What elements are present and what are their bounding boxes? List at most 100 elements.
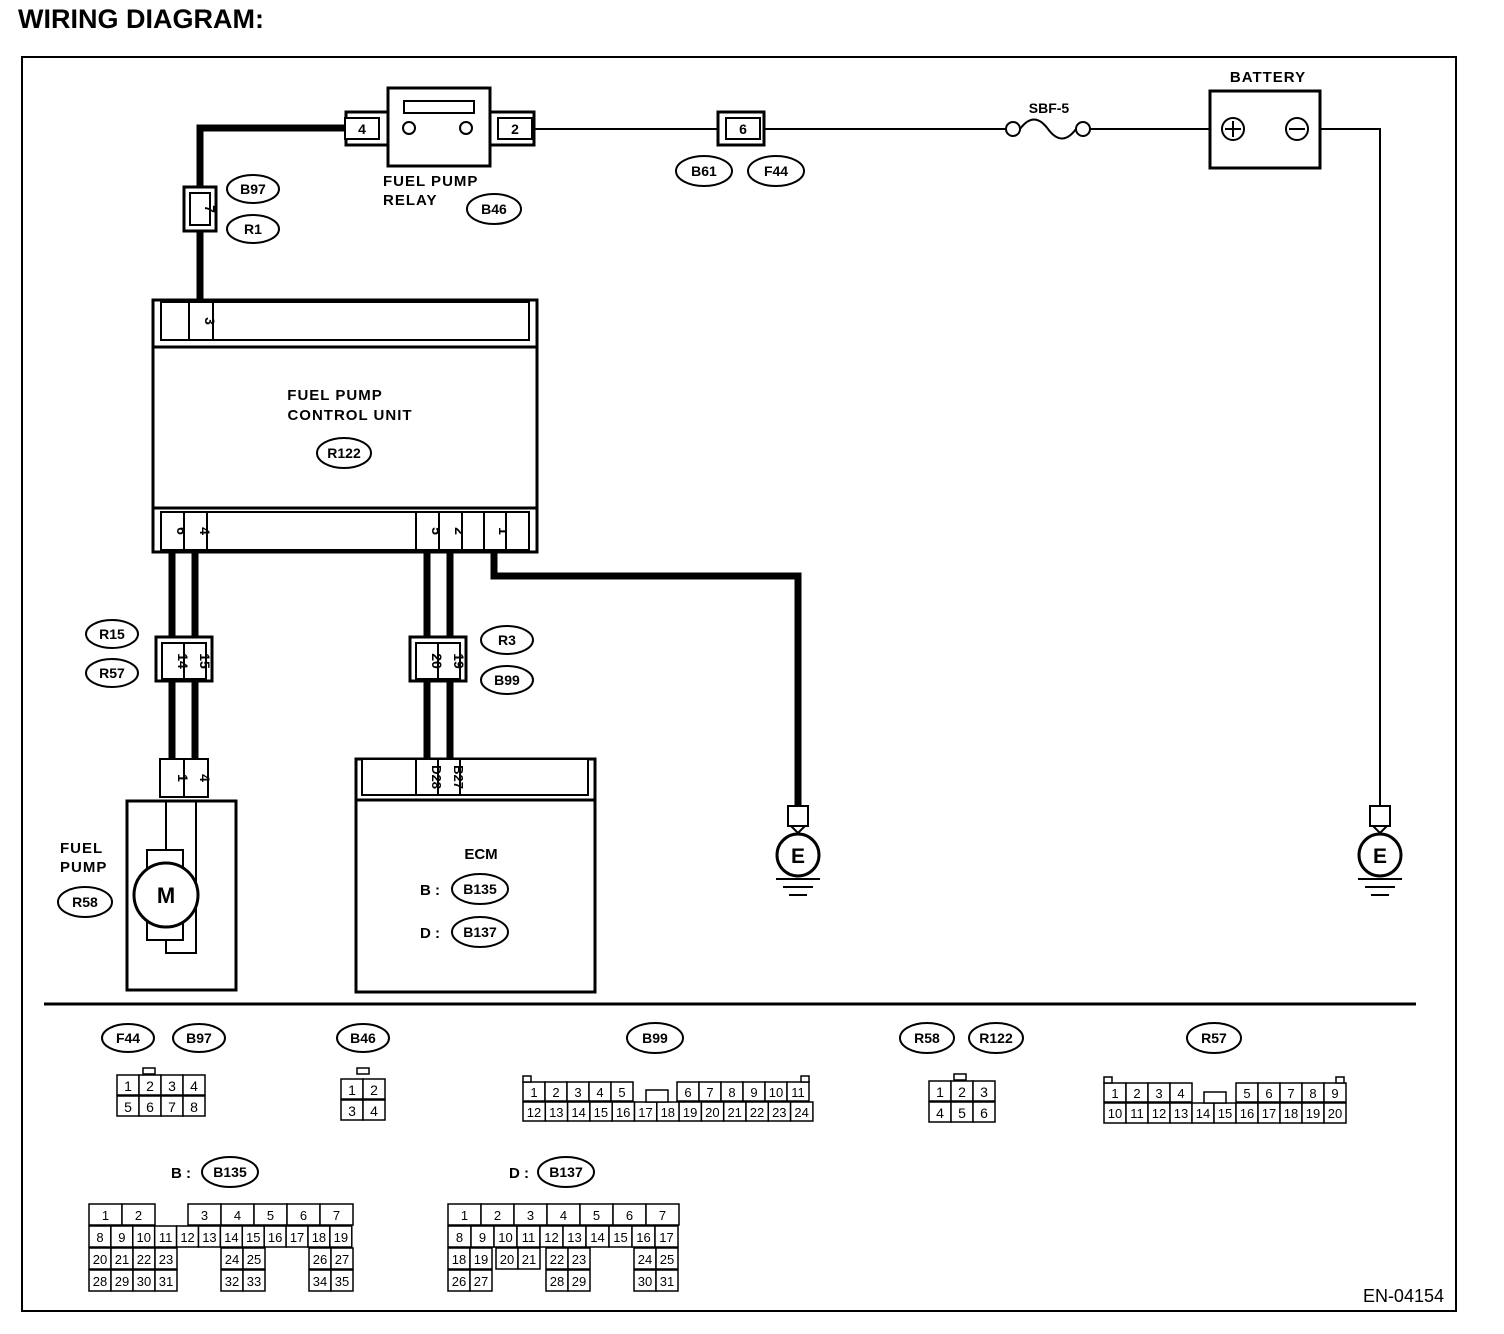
svg-text:31: 31: [660, 1274, 674, 1289]
code-badge-f44: F44: [764, 163, 788, 179]
svg-text:7: 7: [659, 1208, 666, 1223]
svg-text:6: 6: [980, 1105, 988, 1121]
svg-text:22: 22: [137, 1252, 151, 1267]
cu-bottom-pin-5: 5: [429, 527, 445, 535]
pin-cell: 9: [742, 1081, 766, 1102]
svg-text:9: 9: [479, 1230, 486, 1245]
pin-cell: 7: [1279, 1082, 1303, 1103]
pin-cell: 31: [655, 1269, 679, 1292]
svg-text:12: 12: [180, 1230, 194, 1245]
pin-cell: 15: [1213, 1102, 1237, 1124]
cu-code-badge: R122: [327, 445, 361, 461]
cv-code-f44: F44: [116, 1030, 140, 1046]
svg-text:19: 19: [474, 1252, 488, 1267]
svg-text:20: 20: [705, 1105, 719, 1120]
svg-text:24: 24: [225, 1252, 239, 1267]
cv-prefix-b: B :: [171, 1165, 191, 1182]
svg-text:3: 3: [527, 1208, 534, 1223]
pin-cell: 2: [1125, 1082, 1149, 1103]
pin-cell: 15: [608, 1225, 633, 1248]
pin-cell: 18: [447, 1247, 471, 1270]
wires: [168, 124, 1381, 806]
svg-text:20: 20: [500, 1252, 514, 1267]
svg-text:19: 19: [1306, 1106, 1320, 1121]
svg-text:3: 3: [1155, 1086, 1162, 1101]
cu-bottom-pin-2: 2: [452, 527, 468, 535]
pin-cell: 15: [241, 1225, 265, 1248]
joint6-pin: 6: [739, 121, 747, 137]
pin-cell: 2: [544, 1081, 568, 1102]
motor-icon: [132, 861, 200, 929]
svg-text:7: 7: [168, 1099, 176, 1115]
pin-cell: 21: [110, 1247, 134, 1270]
pump-pin-4: 4: [197, 774, 213, 782]
pin-cell: 24: [789, 1101, 814, 1122]
pin-cell: 8: [182, 1095, 206, 1117]
svg-text:13: 13: [202, 1230, 216, 1245]
svg-text:21: 21: [522, 1252, 536, 1267]
svg-text:14: 14: [1196, 1106, 1210, 1121]
pin-cell: 2: [138, 1074, 162, 1096]
svg-text:17: 17: [290, 1230, 304, 1245]
svg-text:9: 9: [1331, 1086, 1338, 1101]
cv-code-b135: B135: [213, 1164, 247, 1180]
svg-text:22: 22: [550, 1252, 564, 1267]
svg-text:16: 16: [616, 1105, 630, 1120]
svg-text:4: 4: [370, 1103, 378, 1119]
cu-bottom-pin-4: 4: [197, 527, 213, 535]
svg-text:12: 12: [527, 1105, 541, 1120]
joint-connector-r3-b99: 20 19 R3 B99: [408, 625, 534, 695]
svg-text:21: 21: [727, 1105, 741, 1120]
diagram-frame: [21, 56, 1457, 1312]
cv-code-r57: R57: [1201, 1030, 1227, 1046]
pin-cell: 17: [654, 1225, 679, 1248]
svg-text:25: 25: [247, 1252, 261, 1267]
svg-text:1: 1: [348, 1082, 356, 1098]
svg-text:6: 6: [684, 1085, 691, 1100]
svg-text:2: 2: [135, 1208, 142, 1223]
pin-cell: 8: [447, 1225, 472, 1248]
pin-cell: 16: [611, 1101, 636, 1122]
pin-cell: 8: [88, 1225, 112, 1248]
pin-cell: 23: [154, 1247, 178, 1270]
joint-connector-7: 7 B97 R1: [182, 174, 280, 244]
pin-cell: 26: [308, 1247, 332, 1270]
svg-text:23: 23: [772, 1105, 786, 1120]
cu-label-line2: CONTROL UNIT: [287, 407, 412, 424]
pin-cell: 5: [950, 1101, 974, 1123]
relay-pin-left: 4: [358, 121, 366, 137]
svg-text:34: 34: [313, 1274, 327, 1289]
svg-text:20: 20: [1328, 1106, 1342, 1121]
svg-text:10: 10: [498, 1230, 512, 1245]
pin-cell: 12: [522, 1101, 547, 1122]
cu-top-pin-3: 3: [202, 317, 218, 325]
pin-cell: 34: [308, 1269, 332, 1292]
battery-label: BATTERY: [1230, 69, 1306, 86]
svg-text:3: 3: [980, 1084, 988, 1100]
pin-cell: 10: [132, 1225, 156, 1248]
battery-minus-icon: [1285, 117, 1309, 141]
pin-cell: 4: [362, 1099, 386, 1121]
pin-cell: 16: [263, 1225, 287, 1248]
code-badge-b97: B97: [240, 181, 266, 197]
joint-connector-6: 6 B61 F44: [675, 110, 805, 187]
svg-text:18: 18: [312, 1230, 326, 1245]
fuse-label: SBF-5: [1029, 100, 1070, 116]
cv-code-r122: R122: [979, 1030, 1013, 1046]
pin-cell: 14: [566, 1101, 591, 1122]
svg-text:2: 2: [552, 1085, 559, 1100]
pin-cell: 13: [562, 1225, 587, 1248]
svg-text:19: 19: [683, 1105, 697, 1120]
svg-text:6: 6: [146, 1099, 154, 1115]
svg-text:17: 17: [638, 1105, 652, 1120]
pin-cell: 16: [1235, 1102, 1259, 1124]
svg-text:16: 16: [636, 1230, 650, 1245]
pin-cell: 3: [566, 1081, 590, 1102]
ecm-prefix-b: B :: [420, 882, 440, 899]
svg-text:14: 14: [571, 1105, 585, 1120]
pin-cell: 22: [545, 1247, 569, 1270]
